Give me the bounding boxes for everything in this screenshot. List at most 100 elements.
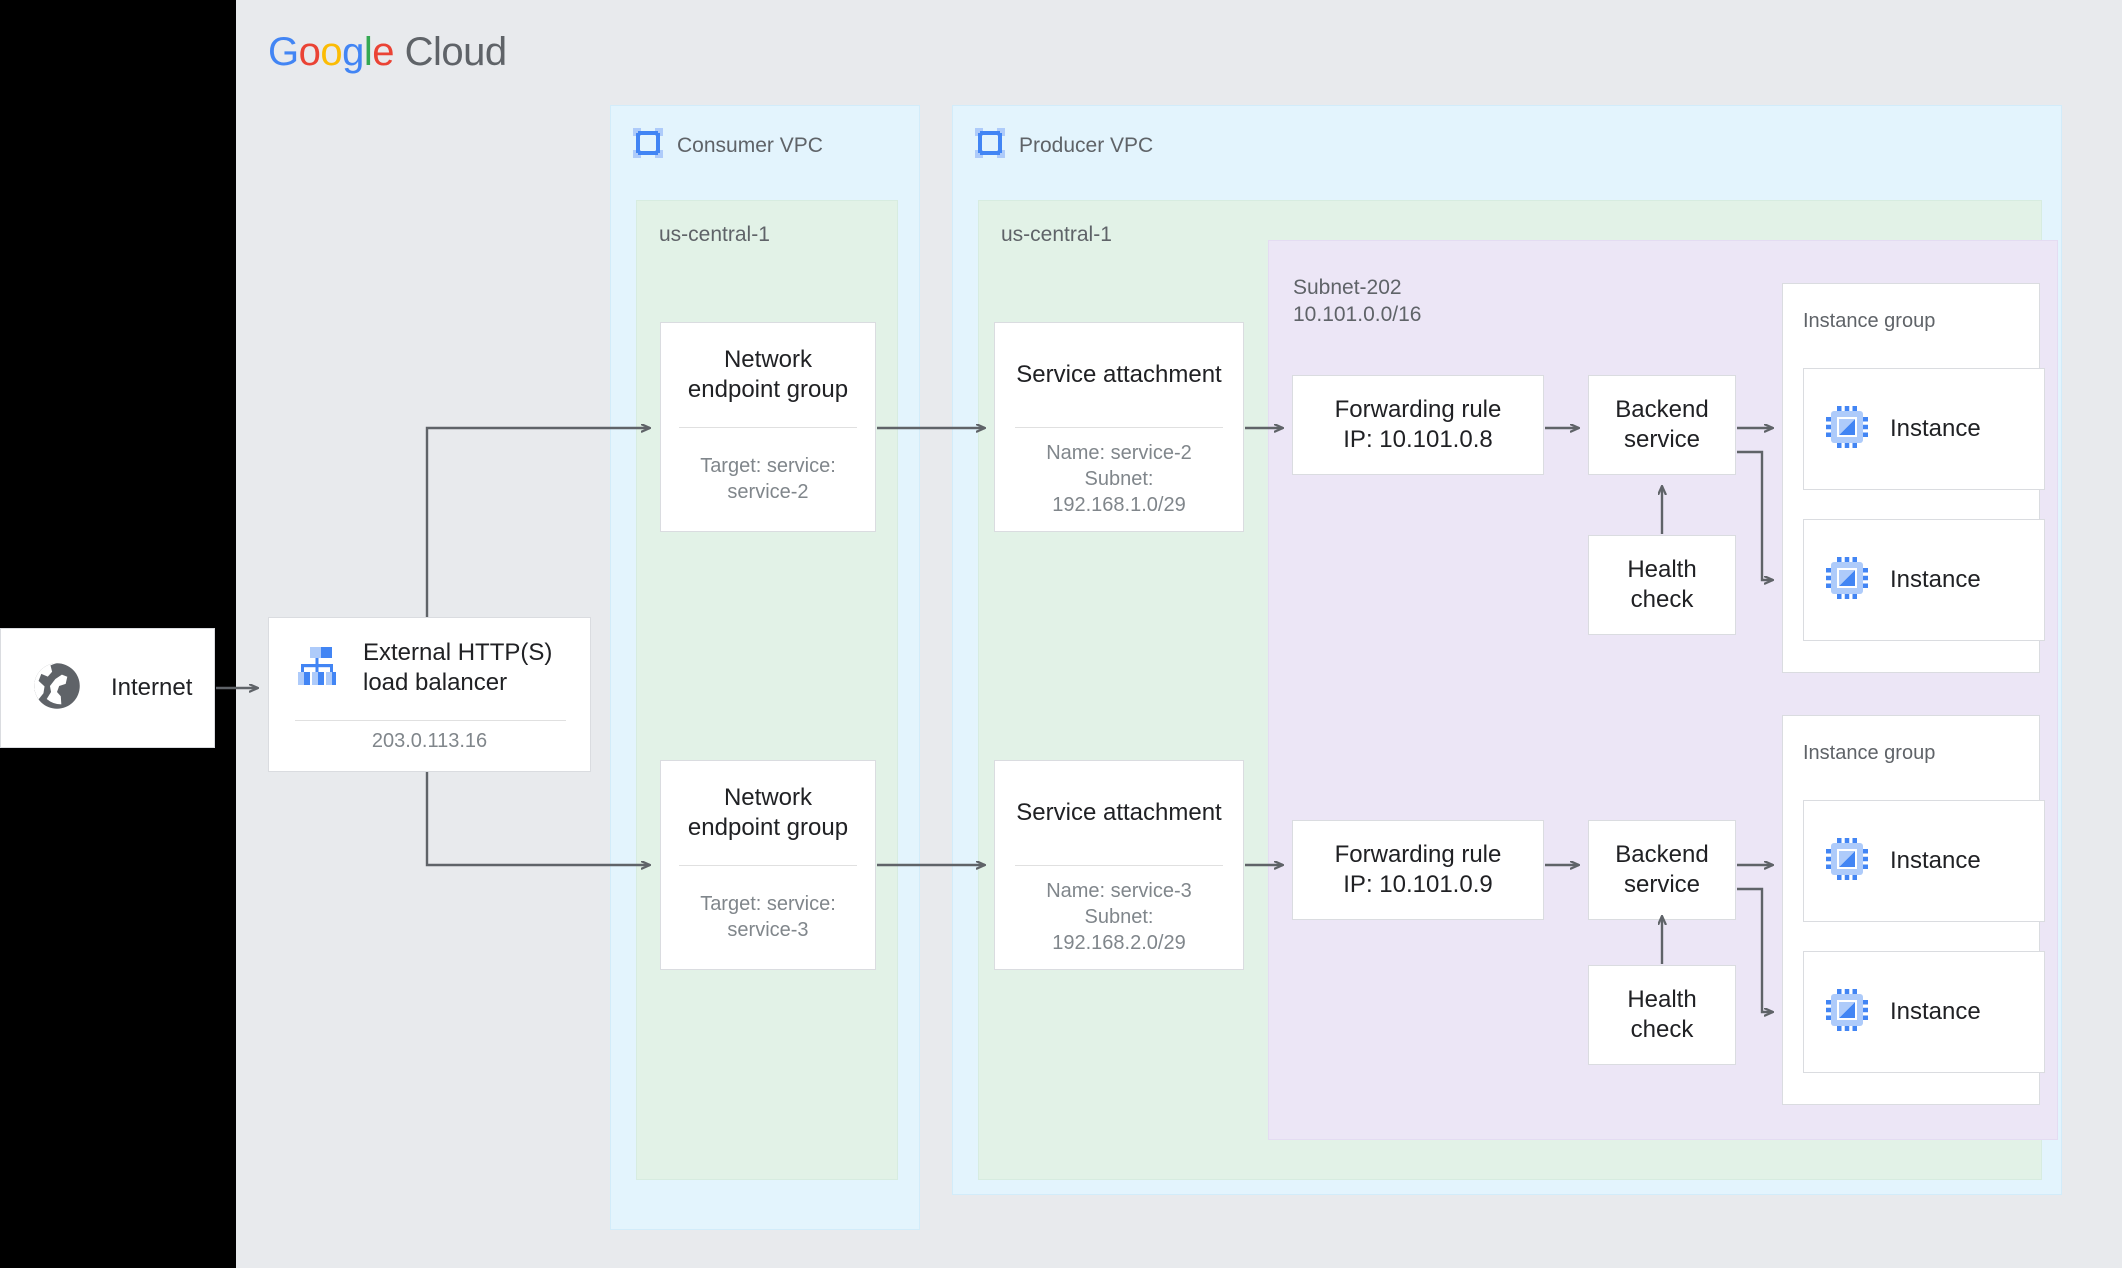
fr-2-line2: IP: 10.101.0.9 [1343, 871, 1493, 898]
bs-2-line1: Backend [1615, 840, 1709, 868]
sa-2-title-zone: Service attachment [995, 761, 1243, 865]
neg-1-subtitle: Target: service: service-2 [700, 453, 836, 505]
logo-letter-o2: o [320, 30, 343, 74]
bs-1-line1: Backend [1615, 395, 1709, 423]
fr-2-line1: Forwarding rule [1334, 840, 1502, 868]
sa-1-title-zone: Service attachment [995, 323, 1243, 427]
instance-1b-label: Instance [1890, 566, 1981, 593]
external-http-s-load-balancer-node: External HTTP(S) load balancer 203.0.113.… [268, 617, 591, 772]
sa-2-sub-line2: Subnet: [1084, 906, 1154, 929]
instance-2b-label: Instance [1890, 998, 1981, 1025]
cpu-chip-icon [1826, 988, 1868, 1036]
sa-1-sub-line2: Subnet: [1084, 468, 1154, 491]
globe-icon [31, 660, 83, 717]
fr-1-line2: IP: 10.101.0.8 [1343, 426, 1493, 453]
instance-group-container-2: Instance group Instance [1782, 715, 2045, 1105]
neg-2-divider [679, 864, 857, 866]
consumer-region-label: us-central-1 [659, 223, 770, 246]
lb-header: External HTTP(S) load balancer [269, 618, 590, 718]
instance-node-1a: Instance [1803, 368, 2045, 490]
neg-2-subtitle: Target: service: service-3 [700, 891, 836, 943]
sa-1-sub-line1: Name: service-2 [1046, 442, 1192, 465]
cpu-chip-icon [1826, 837, 1868, 885]
neg-1-sub-zone: Target: service: service-2 [661, 428, 875, 532]
lb-divider [295, 720, 566, 721]
subnet-name: Subnet-202 [1293, 276, 1402, 299]
load-balancer-icon [295, 644, 339, 693]
instance-1a-label: Instance [1890, 415, 1981, 442]
bs-2-line2: service [1623, 871, 1701, 898]
neg-1-title-line2: endpoint group [687, 375, 849, 403]
sa-2-divider [1015, 864, 1223, 866]
instance-group-2-label: Instance group [1803, 742, 1936, 764]
sa-1-divider [1015, 426, 1223, 428]
sa-1-sub-line3: 192.168.1.0/29 [1052, 494, 1186, 517]
vpc-icon [633, 128, 663, 163]
sa-2-title: Service attachment [1016, 798, 1222, 826]
neg-1-divider [679, 426, 857, 428]
sa-1-title: Service attachment [1016, 360, 1222, 388]
bs-1-title: Backend service [1615, 395, 1708, 455]
instance-node-2b: Instance [1803, 951, 2045, 1073]
instance-group-1-label: Instance group [1803, 310, 1936, 332]
logo-letter-g2: g [342, 30, 364, 74]
instance-2a-label: Instance [1890, 847, 1981, 874]
internet-node: Internet [0, 628, 215, 748]
cpu-chip-icon [1826, 556, 1868, 604]
producer-vpc-label: Producer VPC [1019, 133, 1154, 157]
logo-word-cloud-text: Cloud [404, 30, 508, 74]
logo-letter-e: e [372, 30, 395, 74]
neg-2-sub-line1: Target: service: [700, 893, 836, 916]
neg-2-sub-line2: service-3 [727, 919, 809, 942]
subnet-label: Subnet-202 10.101.0.0/16 [1293, 275, 1421, 329]
subnet-cidr: 10.101.0.0/16 [1293, 302, 1422, 326]
backend-service-node-1: Backend service [1588, 375, 1736, 475]
neg-1-sub-line2: service-2 [727, 481, 809, 504]
lb-ip-address: 203.0.113.16 [371, 730, 488, 752]
instance-node-2a: Instance [1803, 800, 2045, 922]
lb-title-line1: External HTTP(S) [363, 639, 553, 666]
instance-node-1b: Instance [1803, 519, 2045, 641]
consumer-vpc-header: Consumer VPC [633, 128, 823, 163]
vpc-icon [975, 128, 1005, 163]
logo-letter-g: G [268, 30, 299, 74]
backend-service-node-2: Backend service [1588, 820, 1736, 920]
consumer-vpc-label: Consumer VPC [677, 133, 823, 157]
hc-1-line2: check [1630, 586, 1694, 613]
cpu-chip-icon [1826, 405, 1868, 453]
logo-word-cloud [394, 30, 405, 74]
lb-title-line2: load balancer [363, 669, 508, 696]
neg-2-title-line2: endpoint group [687, 813, 849, 841]
bs-1-line2: service [1623, 426, 1701, 453]
instance-group-container-1: Instance group Instance [1782, 283, 2045, 673]
producer-region-label: us-central-1 [1001, 223, 1112, 246]
producer-vpc-header: Producer VPC [975, 128, 1153, 163]
sa-2-sub-line1: Name: service-3 [1046, 880, 1192, 903]
google-cloud-logo: Google Cloud [268, 30, 507, 75]
neg-1-sub-line1: Target: service: [700, 455, 836, 478]
hc-2-line1: Health [1627, 985, 1697, 1013]
logo-letter-l: l [363, 30, 373, 74]
lb-title: External HTTP(S) load balancer [363, 638, 552, 698]
